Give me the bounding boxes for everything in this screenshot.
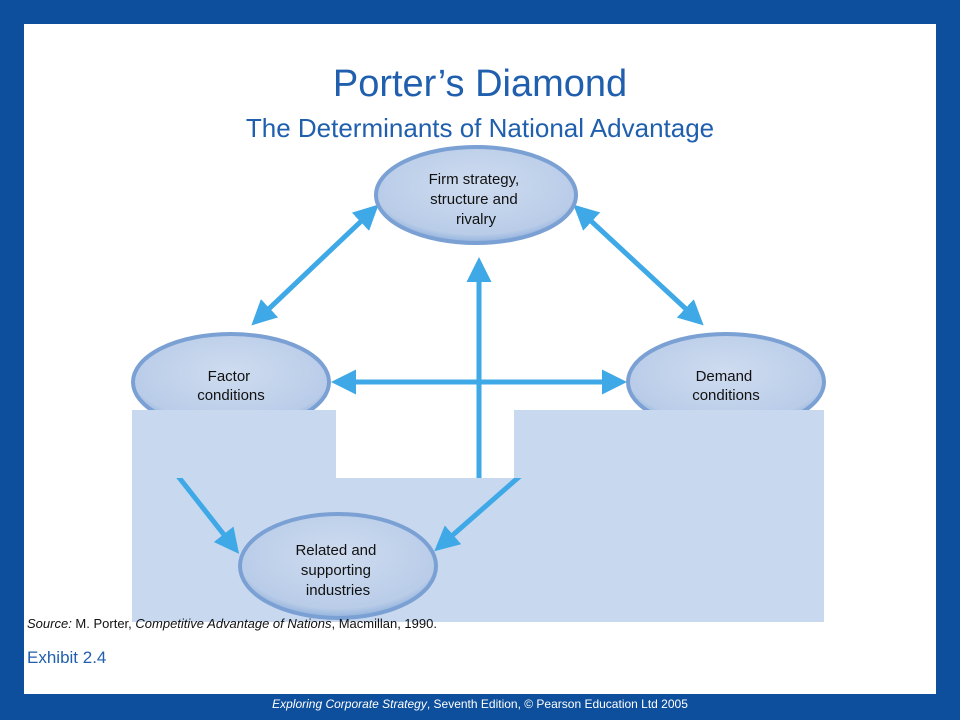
exhibit-label: Exhibit 2.4 xyxy=(27,648,107,667)
source-citation: Source: M. Porter, Competitive Advantage… xyxy=(27,616,437,631)
source-rest: , Macmillan, 1990. xyxy=(331,616,437,631)
panel-overlap-right xyxy=(514,410,824,478)
footer: Exploring Corporate Strategy, Seventh Ed… xyxy=(0,697,960,711)
lower-panel-cutout xyxy=(336,410,514,478)
panel-overlap-left xyxy=(132,410,336,478)
svg-text:Demand conditions: Demand conditions xyxy=(692,368,760,404)
arrow-firm-demand xyxy=(573,204,704,326)
svg-text:Related and supporting: Related and supporting industries xyxy=(295,542,380,599)
slide-title: Porter’s Diamond xyxy=(332,63,628,105)
node-demand-conditions: Demand conditions xyxy=(626,332,826,432)
node-related-industries: Related and supporting industries xyxy=(238,512,438,620)
source-prefix: Source: xyxy=(27,616,72,631)
footer-rest: , Seventh Edition, © Pearson Education L… xyxy=(426,697,688,711)
arrow-firm-factor xyxy=(251,204,379,326)
node-firm-strategy: Firm strategy, structure and rivalry xyxy=(374,145,578,245)
source-author: M. Porter, xyxy=(71,616,136,631)
footer-book-title: Exploring Corporate Strategy xyxy=(272,697,427,711)
svg-text:Factor conditions: Factor conditions xyxy=(197,368,265,404)
arrow-factor-related xyxy=(168,464,240,554)
node-factor-conditions: Factor conditions xyxy=(131,332,331,432)
slide-subtitle: The Determinants of National Advantage xyxy=(245,113,715,143)
source-work: Competitive Advantage of Nations xyxy=(135,616,332,631)
svg-text:Firm strategy, structure: Firm strategy, structure and rivalry xyxy=(429,171,524,228)
